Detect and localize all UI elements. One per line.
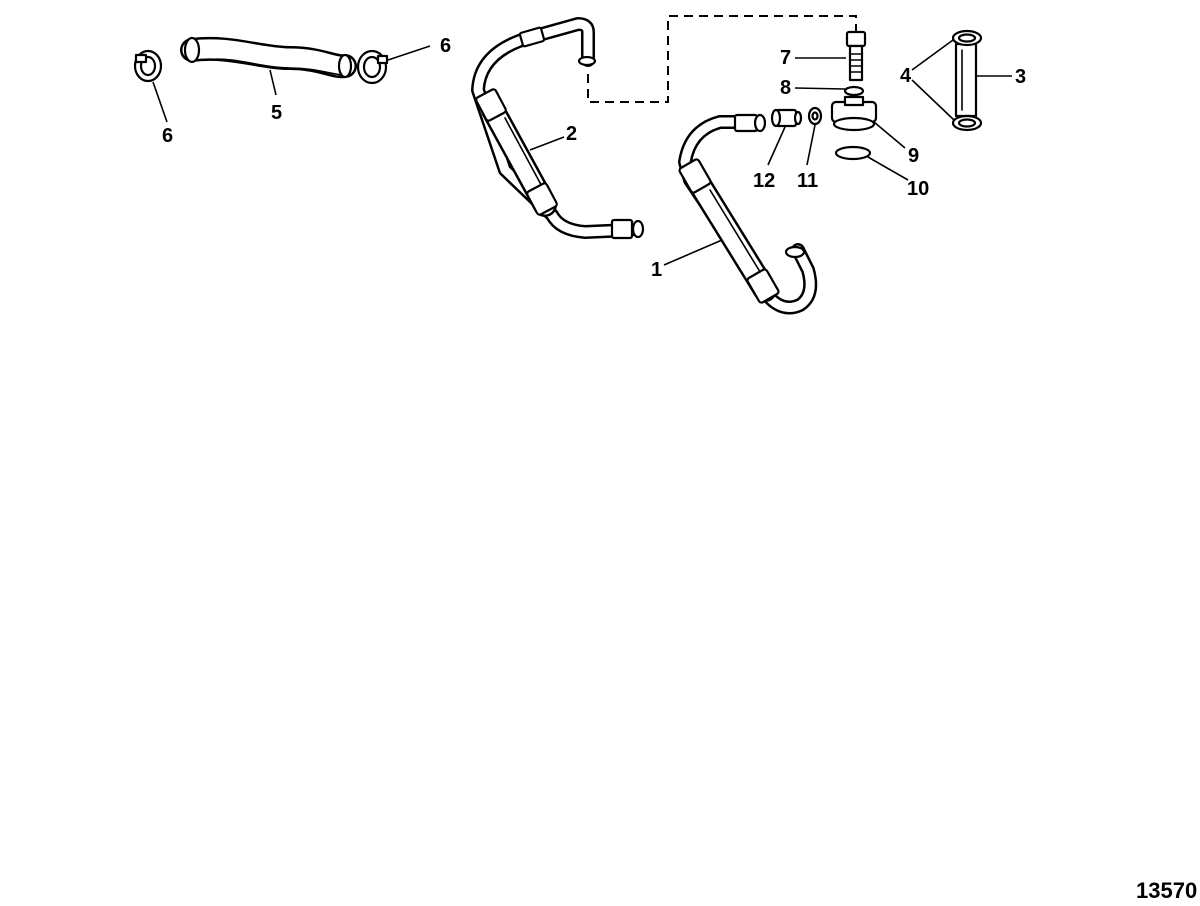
callout-labels: 1 2 3 4 5 6 6 7 8 9 10 11 12: [162, 35, 1026, 281]
sealing-washer-part-11: [807, 106, 823, 126]
callout-3: 3: [1015, 66, 1026, 88]
callout-10: 10: [907, 178, 929, 200]
leader-4a: [911, 39, 954, 71]
hose-part-3: [954, 42, 978, 118]
hose-clamp-right-part-6: [356, 49, 389, 85]
leader-6-left: [152, 81, 168, 123]
oil-line-part-1: [678, 113, 818, 315]
callout-1: 1: [651, 259, 662, 281]
callout-6-left: 6: [162, 125, 173, 147]
leader-10: [867, 156, 909, 181]
leader-5: [269, 69, 277, 96]
washer-part-8: [843, 85, 865, 97]
hose-part-5: [180, 36, 357, 79]
leader-1: [663, 239, 723, 266]
callout-7: 7: [780, 47, 791, 69]
callout-8: 8: [780, 77, 791, 99]
leader-4b: [911, 79, 955, 121]
fitting-part-7: [845, 30, 867, 82]
leader-8: [794, 87, 846, 90]
callout-12: 12: [753, 170, 775, 192]
leader-11: [806, 124, 816, 166]
callout-11: 11: [797, 170, 818, 192]
hose-clamps-part-4: [951, 29, 983, 132]
leader-lines: [152, 39, 1012, 266]
adaptor-part-9: [830, 95, 878, 132]
callout-2: 2: [566, 123, 577, 145]
oil-line-part-2: [471, 17, 645, 240]
leader-12: [767, 126, 786, 166]
callout-4: 4: [900, 65, 912, 87]
callout-9: 9: [908, 145, 919, 167]
connection-dashed-line: [587, 15, 857, 103]
leader-9: [873, 121, 906, 149]
figure-number: 13570: [1136, 878, 1197, 903]
leader-6-right: [387, 45, 431, 61]
callout-6-right: 6: [440, 35, 451, 57]
leader-2: [529, 136, 565, 151]
hose-clamp-left-part-6: [133, 49, 163, 83]
callout-5: 5: [271, 102, 282, 124]
o-ring-part-10: [834, 145, 872, 161]
connector-part-12: [770, 108, 803, 128]
